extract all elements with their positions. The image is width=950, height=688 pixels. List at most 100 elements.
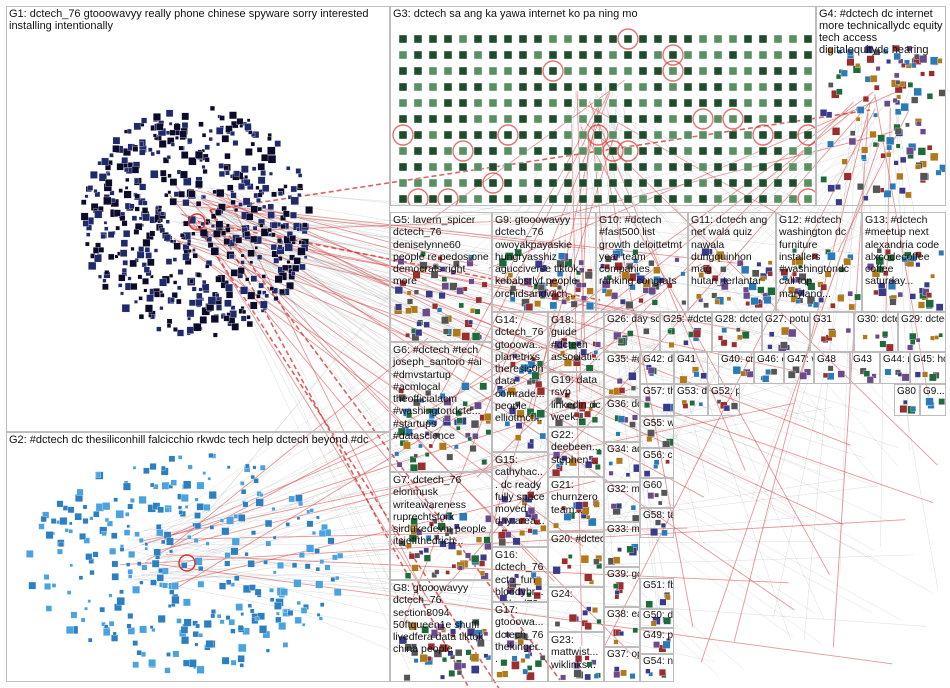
node [503, 114, 513, 124]
node [265, 648, 270, 653]
group-label: G5: lavern_spicer dctech_76 deniselynne6… [393, 214, 492, 288]
node [446, 453, 454, 461]
node [204, 157, 210, 163]
node [111, 532, 118, 539]
node [398, 34, 408, 44]
node [119, 215, 126, 222]
node [601, 279, 611, 289]
group-nodes [647, 489, 668, 506]
node [229, 253, 235, 259]
group-nodes [614, 414, 638, 437]
edge [874, 94, 929, 397]
node [608, 82, 618, 92]
edge [463, 113, 878, 375]
node [93, 511, 100, 518]
node [437, 522, 446, 531]
node [432, 264, 439, 270]
node [660, 489, 668, 497]
node [765, 369, 772, 375]
node [394, 451, 400, 457]
node [743, 178, 753, 188]
node [405, 333, 410, 338]
node [290, 196, 299, 205]
edge [449, 115, 621, 272]
node [473, 50, 483, 60]
node [488, 50, 498, 60]
edge [162, 480, 596, 587]
node [917, 301, 925, 309]
node [193, 538, 199, 543]
node [221, 527, 230, 536]
node [526, 379, 532, 385]
node [559, 460, 564, 466]
node [653, 34, 663, 44]
node [638, 178, 648, 188]
node [743, 98, 753, 108]
node [584, 410, 591, 418]
node [337, 552, 344, 559]
node [398, 114, 408, 124]
node [316, 515, 320, 520]
node [84, 606, 88, 611]
node [533, 591, 541, 600]
node [621, 271, 630, 280]
group-nodes [732, 366, 753, 378]
node [260, 228, 270, 237]
node [751, 269, 760, 278]
node [713, 98, 723, 108]
node [518, 178, 528, 188]
node [443, 114, 453, 124]
node [555, 397, 563, 405]
edge [175, 244, 590, 486]
edge [834, 125, 860, 243]
node [403, 674, 411, 681]
node [398, 98, 408, 108]
node [423, 554, 431, 562]
group-panel-g46: G46: child... [754, 352, 784, 384]
node [914, 371, 921, 378]
node [109, 190, 115, 196]
node [138, 314, 145, 320]
node [261, 274, 266, 279]
node [612, 255, 618, 261]
node [480, 554, 487, 561]
node [143, 467, 150, 474]
node [182, 253, 190, 261]
node [894, 127, 902, 135]
node [503, 50, 513, 60]
node [880, 153, 886, 159]
node [187, 464, 193, 470]
node [915, 120, 922, 127]
node [161, 539, 166, 545]
node [623, 178, 633, 188]
node [638, 130, 648, 140]
group-panel-g51: G51: fbi... [640, 578, 674, 610]
node [935, 169, 942, 176]
node [173, 327, 178, 332]
node [126, 524, 130, 528]
edge [177, 193, 615, 520]
node [247, 249, 255, 257]
node [280, 588, 288, 596]
node [157, 219, 162, 224]
node [614, 590, 620, 595]
node [563, 98, 573, 108]
node [662, 403, 672, 412]
node [250, 205, 258, 214]
node [425, 535, 432, 541]
edge [191, 216, 432, 605]
node [526, 671, 535, 681]
node [428, 443, 433, 449]
group-nodes [394, 382, 491, 471]
node [660, 522, 666, 528]
node [246, 315, 251, 320]
node [531, 371, 540, 380]
node [683, 130, 693, 140]
node [593, 130, 603, 140]
node [627, 330, 634, 337]
node [623, 34, 633, 44]
node [133, 229, 140, 235]
node [296, 600, 301, 605]
node [413, 130, 423, 140]
node [773, 34, 783, 44]
